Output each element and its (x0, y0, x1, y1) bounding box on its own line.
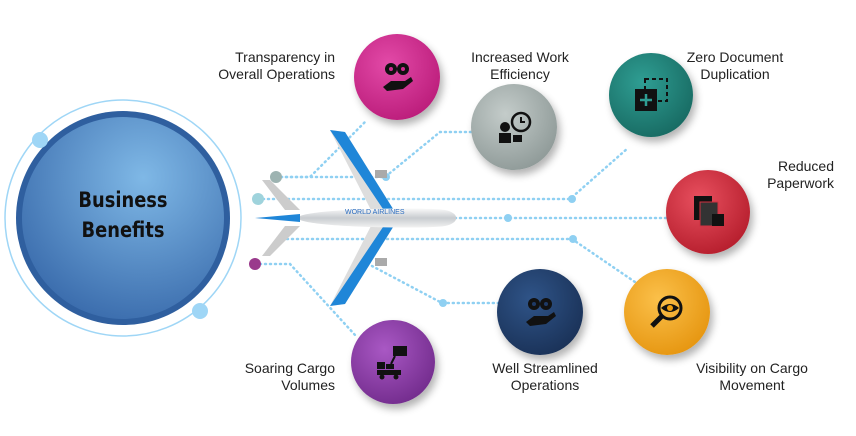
label-line: Transparency in (235, 49, 335, 65)
hub-title-line1: Business (78, 188, 168, 212)
label-line: Efficiency (490, 66, 550, 82)
label-line: Paperwork (767, 175, 834, 191)
label-line: Volumes (281, 377, 335, 393)
label-line: Increased Work (471, 49, 569, 65)
airplane: WORLD AIRLINES (255, 130, 457, 306)
label-line: Duplication (700, 66, 770, 82)
label-line: Zero Document (686, 49, 784, 65)
cargo-truck-icon (377, 346, 407, 380)
benefit-node-cargo-visibility (624, 269, 710, 355)
documents-icon (694, 196, 724, 227)
benefit-node-cargo-volumes (351, 320, 435, 404)
gears-hand-icon (526, 298, 556, 326)
label-line: Movement (719, 377, 785, 393)
hub-title: Business Benefits (52, 185, 193, 245)
eye-magnifier-icon (650, 295, 683, 328)
worker-stopwatch-icon (499, 111, 532, 143)
hub-circle (4, 99, 242, 337)
benefit-node-streamlined (497, 269, 583, 355)
benefit-node-efficiency (471, 84, 557, 170)
label-line: Reduced (777, 158, 834, 174)
label-line: Well Streamlined (492, 360, 598, 376)
add-duplicate-icon (635, 78, 668, 111)
svg-text:WORLD AIRLINES: WORLD AIRLINES (345, 209, 405, 216)
benefit-node-transparency (354, 34, 440, 120)
benefit-node-zero-duplication (609, 53, 693, 137)
label-line: Soaring Cargo (244, 360, 335, 376)
benefit-node-reduced-paperwork (666, 170, 750, 254)
label-line: Visibility on Cargo (696, 360, 808, 376)
label-line: Overall Operations (218, 66, 335, 82)
label-line: Operations (510, 377, 580, 393)
gears-hand-icon (383, 63, 413, 91)
hub-title-line2: Benefits (81, 218, 165, 242)
